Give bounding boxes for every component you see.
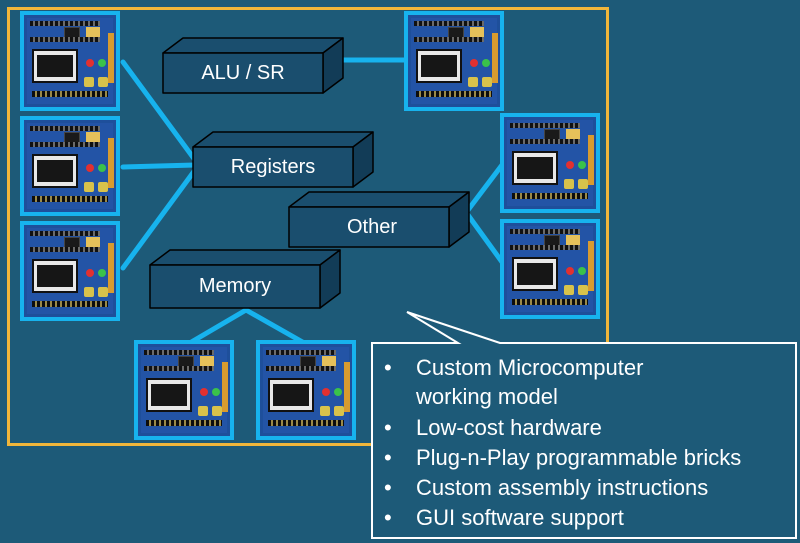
bullet-icon: • (384, 475, 392, 500)
callout-item-text: working model (416, 384, 558, 409)
bullet-icon: • (384, 415, 392, 440)
other-block-shape (288, 191, 470, 248)
other-block: Other (289, 207, 449, 247)
callout-item-text: Custom Microcomputer (416, 355, 644, 380)
callout-item-text: Custom assembly instructions (416, 475, 709, 500)
bullet-icon: • (384, 355, 392, 380)
other-block-label: Other (346, 216, 398, 238)
callout-item-text: GUI software support (416, 505, 624, 530)
connector-board3-registers (120, 167, 198, 271)
callout-item-text: Plug-n-Play programmable bricks (416, 445, 742, 470)
alu-block-label: ALU / SR (201, 62, 285, 84)
connector-other-board-top (465, 162, 505, 213)
connector-other-board-bottom (465, 212, 505, 265)
board-image-memory-left (134, 340, 234, 440)
memory-block-shape (149, 249, 341, 309)
board-image-other-top (500, 113, 600, 213)
callout-bubble (371, 311, 797, 539)
callout-list: • Custom Microcomputer working model • L… (374, 345, 794, 537)
connector-board1-registers (120, 59, 198, 163)
connector-memory-board-right (243, 307, 309, 347)
callout-item-text: Low-cost hardware (416, 415, 602, 440)
board-image-memory-right (256, 340, 356, 440)
board-image-2 (20, 116, 120, 216)
registers-block-shape (192, 131, 374, 188)
bullet-icon: • (384, 445, 392, 470)
connector-memory-board-left (185, 307, 249, 347)
alu-block-shape (162, 37, 344, 94)
registers-block: Registers (193, 147, 353, 187)
system-frame (7, 7, 609, 446)
bullet-icon: • (384, 505, 392, 530)
memory-block: Memory (150, 265, 320, 308)
memory-block-label: Memory (198, 275, 272, 297)
board-image-other-bottom (500, 219, 600, 319)
board-image-alu (404, 11, 504, 111)
connector-board2-registers (120, 162, 198, 170)
board-image-1 (20, 11, 120, 111)
board-image-3 (20, 221, 120, 321)
registers-block-label: Registers (230, 156, 316, 178)
alu-block: ALU / SR (163, 53, 323, 93)
